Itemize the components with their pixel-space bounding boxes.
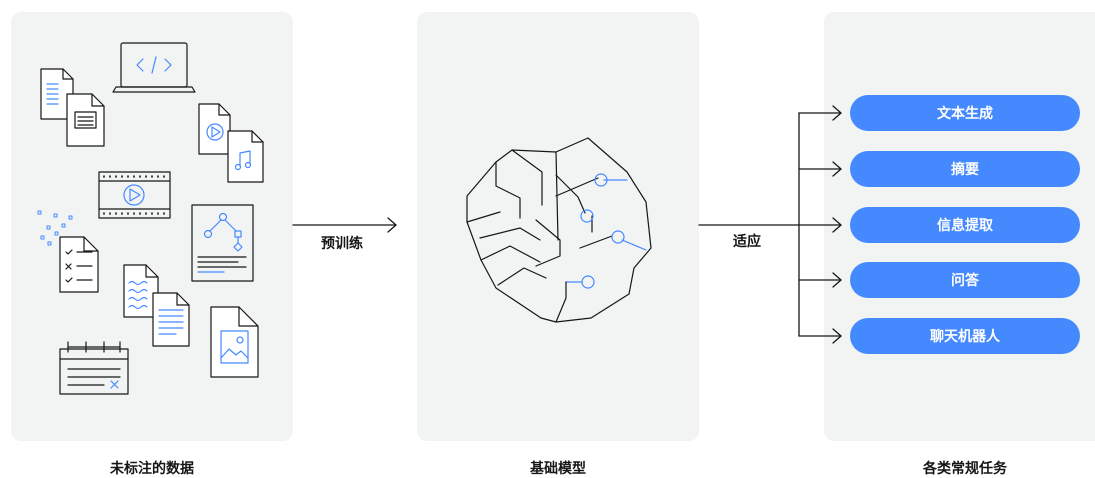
documents-icon: [40, 68, 105, 147]
task-text-generation[interactable]: 文本生成: [850, 95, 1080, 131]
text-docs-icon: [123, 264, 190, 347]
task-information-extraction[interactable]: 信息提取: [850, 207, 1080, 243]
calendar-icon: [59, 341, 129, 395]
general-tasks-caption: 各类常规任务: [923, 461, 1007, 477]
unlabeled-data-caption: 未标注的数据: [110, 461, 194, 477]
brain-circuit-icon: [466, 137, 652, 323]
checklist-doc-icon: [37, 210, 99, 293]
task-summarization[interactable]: 摘要: [850, 151, 1080, 187]
pretrain-arrow: [292, 217, 397, 233]
media-files-icon: [198, 103, 264, 183]
task-question-answering[interactable]: 问答: [850, 262, 1080, 298]
laptop-code-icon: [112, 42, 196, 93]
image-file-icon: [210, 306, 259, 378]
flowchart-doc-icon: [191, 204, 254, 282]
video-film-icon: [98, 171, 171, 219]
adapt-label: 适应: [733, 234, 761, 250]
task-chatbot[interactable]: 聊天机器人: [850, 318, 1080, 354]
pretrain-label: 预训练: [321, 236, 363, 252]
adapt-arrows: [698, 105, 842, 344]
foundation-model-caption: 基础模型: [530, 461, 586, 477]
